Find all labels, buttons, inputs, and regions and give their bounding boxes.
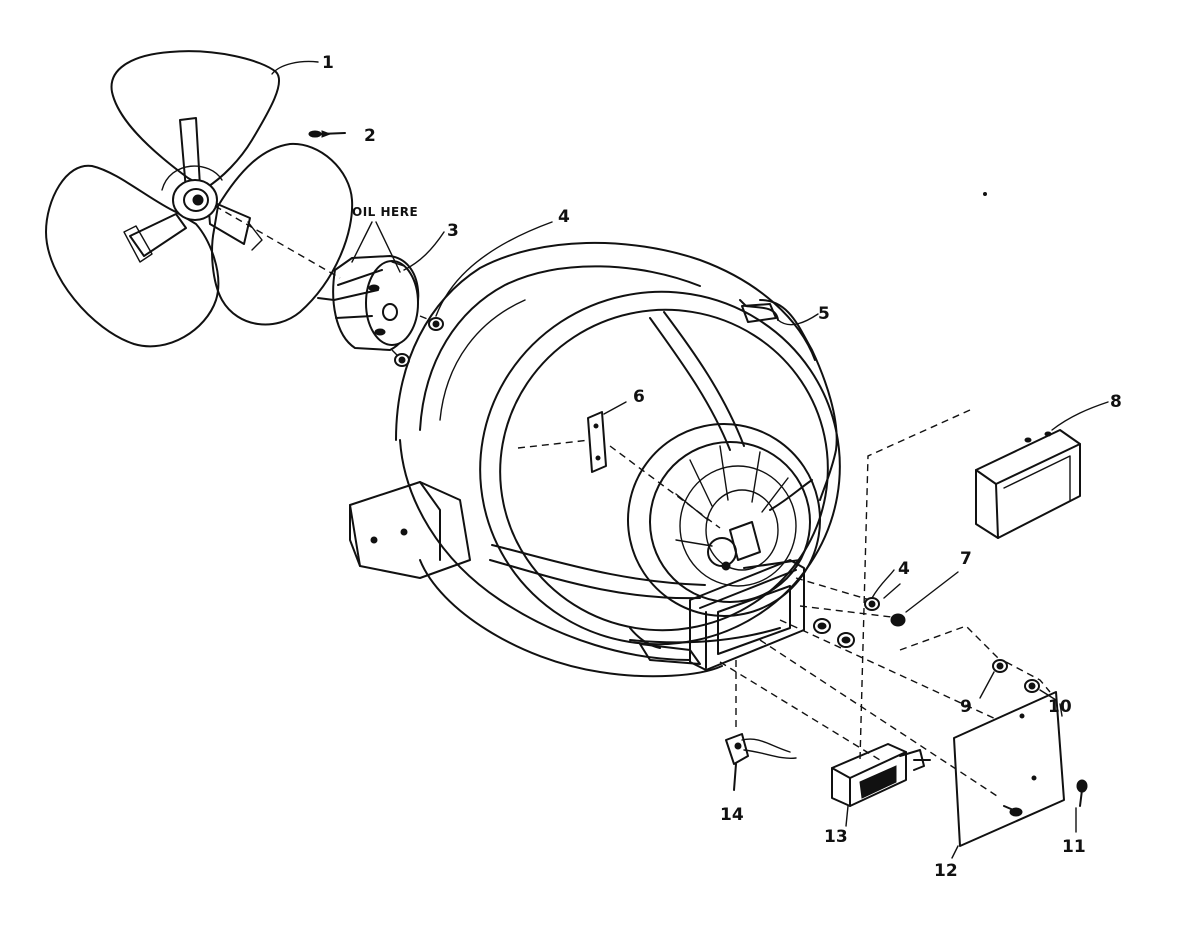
switch-cover-box	[975, 429, 1081, 539]
fan-motor	[317, 255, 420, 351]
cover-screws	[1003, 779, 1088, 833]
oil-here-leader	[351, 221, 401, 273]
callout-3: 3	[447, 221, 459, 241]
washer-and-nut	[979, 659, 1057, 701]
stray-mark	[983, 192, 987, 196]
callout-12: 12	[934, 861, 958, 881]
hex-nuts	[813, 571, 959, 648]
assembly-lines	[517, 409, 1051, 799]
fan-housing	[349, 241, 841, 678]
callout-10: 10	[1048, 697, 1072, 717]
callout-14: 14	[720, 805, 744, 825]
clip-bracket	[587, 401, 627, 473]
callout-2: 2	[364, 126, 376, 146]
callout-6: 6	[633, 387, 645, 407]
leader-lines	[271, 60, 1109, 717]
oil-here-note: OIL HERE	[352, 205, 418, 219]
callout-4-upper: 4	[558, 207, 570, 227]
callout-1: 1	[322, 53, 334, 73]
callout-11: 11	[1062, 837, 1086, 857]
rotary-switch	[831, 743, 931, 827]
callout-9: 9	[960, 697, 972, 717]
callout-7: 7	[960, 549, 972, 569]
limit-switch-sensor	[725, 733, 797, 791]
callout-8: 8	[1110, 392, 1122, 412]
control-box	[689, 559, 805, 671]
callout-5: 5	[818, 304, 830, 324]
motor-mount-nuts	[391, 315, 444, 367]
callout-4-lower: 4	[898, 559, 910, 579]
callout-13: 13	[824, 827, 848, 847]
fan-blade	[45, 50, 354, 348]
set-screw	[308, 130, 346, 138]
cover-plate	[951, 691, 1065, 859]
